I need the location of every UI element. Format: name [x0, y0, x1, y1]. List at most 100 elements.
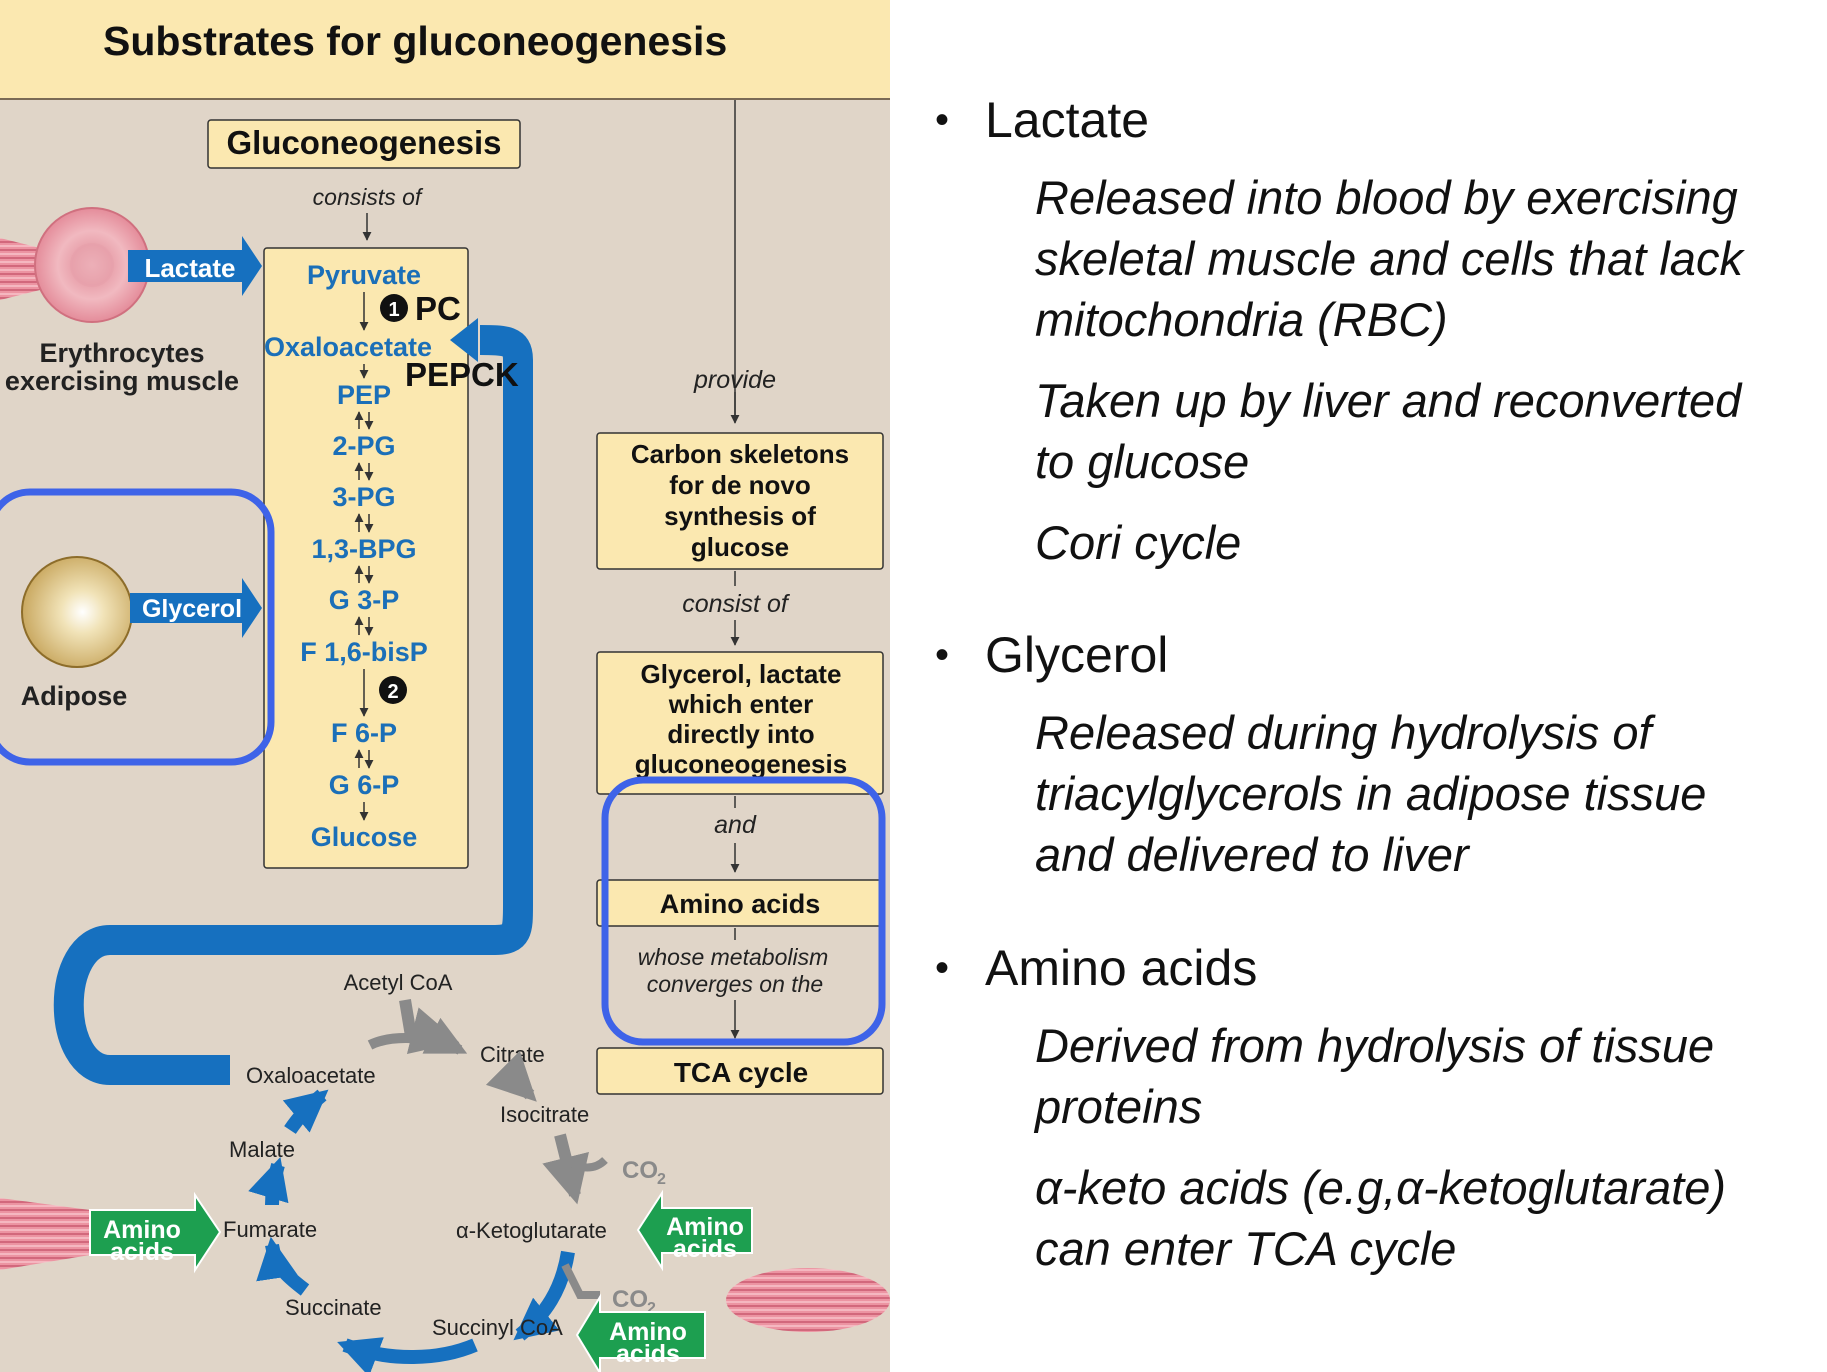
pathway-box — [263, 247, 469, 869]
svg-text:acids: acids — [616, 1340, 680, 1368]
adipose-highlight — [0, 488, 275, 766]
amino-acids-arrow-akg — [636, 1189, 753, 1272]
glycerol-arrow — [130, 578, 262, 638]
gluconeogenesis-label: Gluconeogenesis — [226, 124, 501, 161]
glycerol-arrow-label: Glycerol — [142, 595, 242, 623]
paragraph-line: triacylglycerols in adipose tissue — [1035, 767, 1707, 820]
step-2-number: 2 — [387, 681, 398, 703]
co2-label-2: CO — [612, 1286, 648, 1313]
gluconeogenesis-diagram: Gluconeogenesis consists of PyruvateOxal… — [0, 100, 890, 1372]
pathway-item-f-1-6-bisp: F 1,6-bisP — [300, 637, 428, 667]
paragraph-line: and delivered to liver — [1035, 828, 1469, 881]
isocitrate-arrow — [542, 1133, 589, 1205]
figure-title-bar: Substrates for gluconeogenesis — [0, 0, 890, 100]
paragraph-line: Taken up by liver and reconverted — [1035, 374, 1742, 427]
pathway-item-pep: PEP — [337, 380, 391, 410]
co2-label-1: CO — [622, 1157, 658, 1184]
provide-label: provide — [693, 366, 776, 394]
amino-acids-arrow-succinyl — [575, 1293, 706, 1372]
paragraph-line: proteins — [1035, 1080, 1203, 1133]
pathway-item-oxaloacetate: Oxaloacetate — [264, 332, 432, 362]
figure-title: Substrates for gluconeogenesis — [103, 18, 728, 64]
step-2-marker — [379, 676, 407, 704]
glycerol-lactate-box — [596, 651, 884, 795]
tca-oxaloacetate-label: Oxaloacetate — [246, 1063, 376, 1088]
bullet-paragraph: Cori cycle — [1035, 512, 1825, 573]
pathway-item-3-pg: 3-PG — [332, 482, 395, 512]
paragraph-line: Released during hydrolysis of — [1035, 706, 1652, 759]
tca-cycle-box — [596, 1047, 884, 1095]
svg-text:acids: acids — [673, 1235, 737, 1263]
glycerol_box-line: directly into — [667, 719, 814, 749]
svg-text:Amino: Amino — [103, 1216, 181, 1244]
muscle-fiber-top — [0, 238, 40, 300]
isocitrate-label: Isocitrate — [500, 1102, 589, 1127]
paragraph-line: Derived from hydrolysis of tissue — [1035, 1019, 1715, 1072]
bullet-dot: • — [935, 633, 950, 677]
bullet-paragraph: Released into blood by exercising skeleta… — [1035, 167, 1825, 350]
muscle-fiber-right — [726, 1268, 890, 1332]
bullet-heading: Lactate — [985, 92, 1150, 148]
succinyl-arrow — [337, 1337, 478, 1372]
carbon_box-line: Carbon skeletons — [631, 439, 849, 469]
bullet-paragraph: Derived from hydrolysis of tissue protein… — [1035, 1015, 1825, 1137]
consists-of-label: consists of — [313, 184, 424, 210]
whose-metabolism-label: whose metabolism — [638, 944, 828, 970]
carbon_box-line: for de novo — [669, 470, 811, 500]
adipose-label: Adipose — [21, 681, 128, 711]
pathway-item-2-pg: 2-PG — [332, 431, 395, 461]
amino-acids-box-label: Amino acids — [660, 889, 821, 919]
akg-arrow — [513, 1250, 575, 1341]
glycerol_box-line: Glycerol, lactate — [641, 659, 842, 689]
glycerol_box-line: gluconeogenesis — [635, 749, 847, 779]
alpha-ketoglutarate-label: α-Ketoglutarate — [456, 1218, 607, 1243]
lactate-arrow-label: Lactate — [144, 253, 235, 283]
carbon_box-line: glucose — [691, 532, 789, 562]
bullet-paragraph: Taken up by liver and reconverted to gluc… — [1035, 370, 1825, 492]
succinate-label: Succinate — [285, 1295, 382, 1320]
muscle-fiber-left — [0, 1198, 90, 1270]
bullet-heading: Amino acids — [985, 940, 1258, 996]
paragraph-line: Released into blood by exercising — [1035, 171, 1738, 224]
carbon-skeletons-box — [596, 432, 884, 570]
succinyl-coa-label: Succinyl CoA — [432, 1315, 563, 1340]
erythrocytes-label: Erythrocytes — [39, 338, 204, 368]
bullet-heading: Glycerol — [985, 627, 1169, 683]
oxaloacetate-return-arrow — [53, 325, 533, 1085]
amino-acids-arrow-fumarate — [89, 1191, 222, 1274]
bullet-paragraph: α-keto acids (e.g,α-ketoglutarate) can en… — [1035, 1157, 1825, 1279]
succinate-arrow — [256, 1236, 310, 1296]
glycerol_box-line: which enter — [668, 689, 813, 719]
pathway-item-g-3-p: G 3-P — [329, 585, 400, 615]
converges-label: converges on the — [647, 971, 823, 997]
paragraph-line: mitochondria (RBC) — [1035, 293, 1448, 346]
paragraph-line: α-keto acids (e.g,α-ketoglutarate) — [1035, 1161, 1727, 1214]
paragraph-line: Cori cycle — [1035, 516, 1242, 569]
adipocyte-icon — [21, 556, 133, 668]
fumarate-arrow — [248, 1156, 289, 1206]
lactate-arrow — [128, 236, 262, 296]
svg-text:Amino: Amino — [666, 1213, 744, 1241]
svg-text:Amino: Amino — [609, 1318, 687, 1346]
acetyl-coa-label: Acetyl CoA — [344, 970, 453, 995]
paragraph-line: can enter TCA cycle — [1035, 1222, 1457, 1275]
pathway-item-f-6-p: F 6-P — [331, 718, 397, 748]
svg-text:acids: acids — [110, 1238, 174, 1266]
pepck-label: PEPCK — [405, 356, 519, 393]
pathway-list: PyruvateOxaloacetatePEP2-PG3-PG1,3-BPGG … — [264, 260, 432, 852]
carbon_box-line: synthesis of — [664, 501, 816, 531]
paragraph-line: skeletal muscle and cells that lack — [1035, 232, 1743, 285]
citrate-label: Citrate — [480, 1042, 545, 1067]
pc-label: PC — [415, 290, 461, 327]
tca-cycle: Acetyl CoA Citrate Isocitrate CO 2 α-Ket… — [223, 970, 666, 1372]
step-1-marker — [380, 294, 408, 322]
bullet-dot: • — [935, 946, 950, 990]
bullet-dot: • — [935, 98, 950, 142]
consist-of-label: consist of — [682, 590, 791, 618]
paragraph-line: to glucose — [1035, 435, 1250, 488]
exercising-muscle-label: exercising muscle — [5, 366, 239, 396]
amino-acids-highlight — [601, 776, 886, 1046]
